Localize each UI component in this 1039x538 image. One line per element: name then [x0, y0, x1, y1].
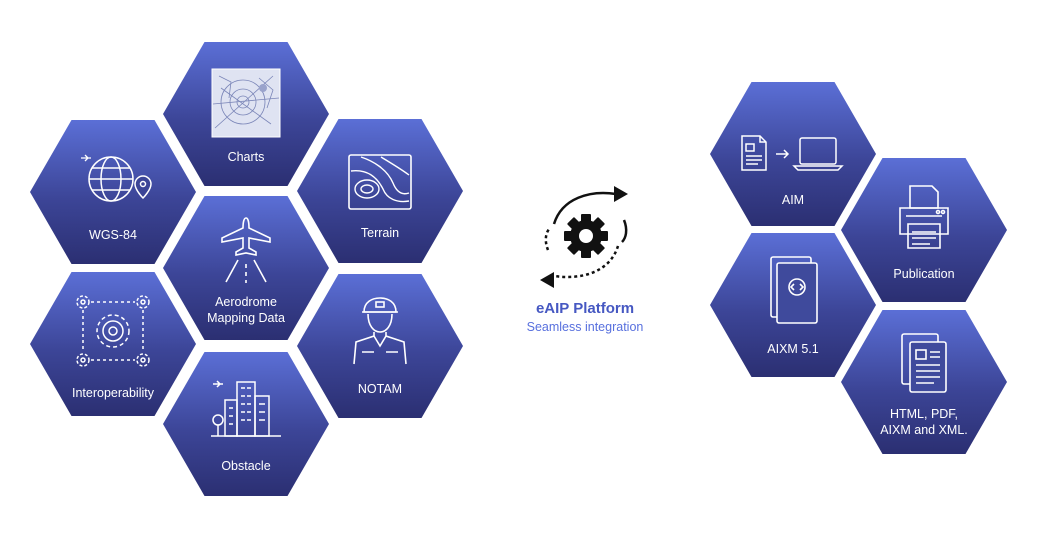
hex-charts: Charts [163, 42, 329, 186]
chart-map-icon [211, 68, 281, 138]
runway-airplane-icon [221, 217, 271, 283]
hex-aim: AIM [710, 82, 876, 226]
hex-publication: Publication [841, 158, 1007, 302]
publication-label: Publication [893, 267, 955, 281]
hex-aerodrome: Aerodrome Mapping Data [163, 196, 329, 340]
platform-subtitle: Seamless integration [526, 320, 644, 334]
stacked-documents-icon [901, 333, 947, 393]
terrain-label: Terrain [360, 226, 400, 240]
gears-network-icon [76, 295, 150, 367]
formats-label-line1: HTML, PDF, [889, 407, 959, 421]
aerodrome-label-line2: Mapping Data [207, 311, 285, 325]
formats-label-line2: AIXM and XML. [880, 423, 968, 437]
aixm-label: AIXM 5.1 [767, 342, 819, 356]
city-buildings-icon [211, 380, 281, 437]
platform-title: eAIP Platform [535, 300, 635, 317]
interoperability-label: Interoperability [72, 386, 154, 400]
charts-label: Charts [227, 150, 265, 164]
hex-wgs84: WGS-84 [30, 120, 196, 264]
aim-label: AIM [781, 193, 805, 207]
terrain-contour-icon [348, 154, 412, 210]
notam-label: NOTAM [357, 382, 403, 396]
document-to-laptop-icon [741, 135, 844, 171]
hex-obstacle: Obstacle [163, 352, 329, 496]
hex-formats: HTML, PDF, AIXM and XML. [841, 310, 1007, 454]
obstacle-label: Obstacle [221, 459, 271, 473]
pilot-icon [353, 297, 407, 365]
sync-gear-icon [540, 186, 628, 288]
aerodrome-label-line1: Aerodrome [215, 295, 277, 309]
wgs84-label: WGS-84 [89, 228, 137, 242]
hex-notam: NOTAM [297, 274, 463, 418]
printer-icon [899, 185, 949, 249]
globe-location-icon [81, 154, 152, 202]
code-document-icon [770, 256, 818, 324]
hex-terrain: Terrain [297, 119, 463, 263]
hex-aixm: AIXM 5.1 [710, 233, 876, 377]
hex-interoperability: Interoperability [30, 272, 196, 416]
